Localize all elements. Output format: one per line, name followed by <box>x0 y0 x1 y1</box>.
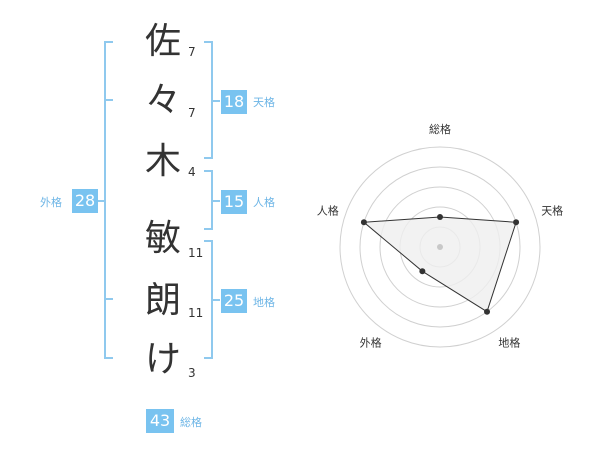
stroke-count-6: 3 <box>188 366 196 380</box>
name-char-5: 朗 <box>144 280 181 321</box>
radar-ring <box>339 146 541 348</box>
jinkaku-connector <box>212 200 220 202</box>
radar-axis-label-1: 総格 <box>429 122 451 136</box>
gaikaku-bracket-tick <box>104 99 113 101</box>
tenkaku-value-badge: 18 <box>221 90 247 114</box>
chikaku-value-badge: 25 <box>221 289 247 313</box>
stroke-count-2: 7 <box>188 106 196 120</box>
gaikaku-bracket <box>104 41 113 359</box>
radar-axis-label-3: 地格 <box>498 336 520 350</box>
name-char-3: 木 <box>144 141 181 182</box>
stroke-count-3: 4 <box>188 165 196 179</box>
radar-ring <box>359 166 521 328</box>
radar-point-1 <box>437 214 443 220</box>
radar-point-3 <box>484 308 491 315</box>
gaikaku-value-badge: 28 <box>72 189 98 213</box>
name-char-4: 敏 <box>144 218 181 259</box>
soukaku-label: 総格 <box>180 416 202 429</box>
stroke-count-1: 7 <box>188 45 196 59</box>
jinkaku-value-badge: 15 <box>221 190 247 214</box>
gaikaku-bracket-tick <box>104 298 113 300</box>
gaikaku-label: 外格 <box>40 196 62 209</box>
tenkaku-connector <box>212 100 220 102</box>
radar-point-5 <box>360 219 367 226</box>
stroke-count-4: 11 <box>188 246 204 260</box>
name-char-1: 佐 <box>144 21 181 62</box>
gaikaku-connector <box>97 200 105 202</box>
radar-area <box>362 216 517 313</box>
tenkaku-label: 天格 <box>253 96 275 109</box>
soukaku-value-badge: 43 <box>146 409 174 433</box>
jinkaku-label: 人格 <box>253 196 275 209</box>
stroke-count-5: 11 <box>188 306 204 320</box>
radar-center-dot <box>437 244 443 250</box>
name-char-2: 々 <box>144 80 181 121</box>
chikaku-label: 地格 <box>253 296 275 309</box>
name-char-6: け <box>144 339 181 380</box>
radar-points <box>360 214 520 315</box>
radar-point-4 <box>419 268 426 275</box>
chikaku-connector <box>212 299 220 301</box>
radar-axis-label-4: 外格 <box>360 336 382 350</box>
radar-axis-label-2: 天格 <box>541 204 563 218</box>
radar-point-2 <box>513 219 520 226</box>
radar-axis-label-5: 人格 <box>317 204 339 218</box>
